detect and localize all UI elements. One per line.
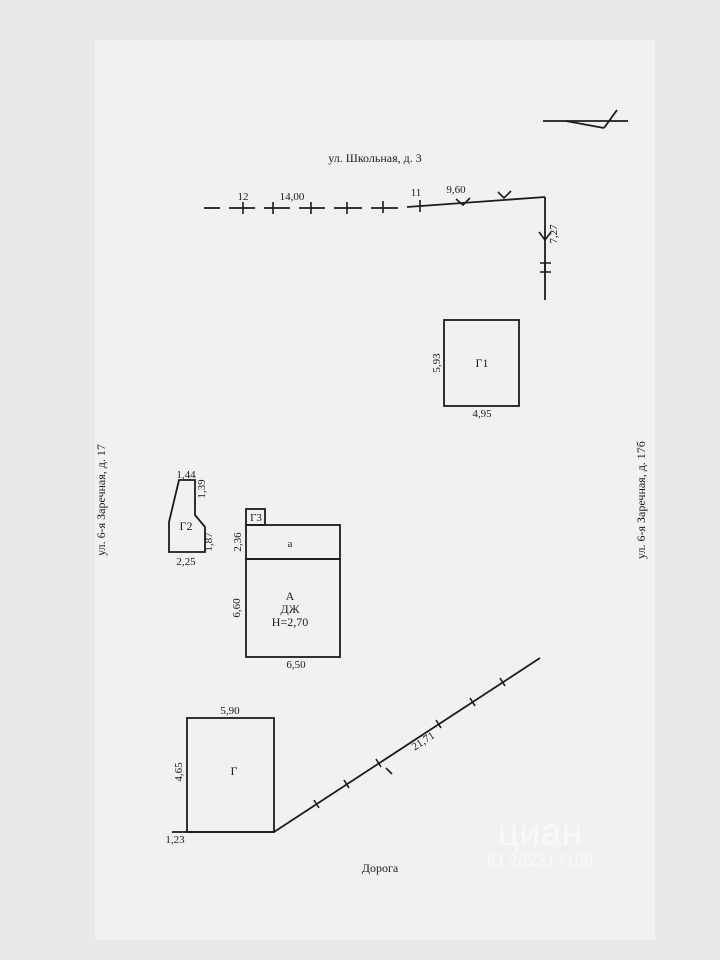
house-name: А (286, 589, 295, 603)
boundary-mark-12: 12 (238, 191, 249, 203)
building-g1: Г1 4,95 5,93 (431, 319, 520, 420)
street-top-label: ул. Школьная, д. 3 (328, 151, 421, 165)
building-g3-name: Г3 (250, 512, 262, 524)
building-g: Г 5,90 4,65 (173, 705, 275, 833)
building-g1-name: Г1 (476, 356, 489, 370)
building-g2-name: Г2 (180, 519, 193, 533)
porch-name: а (288, 538, 293, 550)
north-arrow-icon (543, 109, 628, 129)
building-g1-height: 5,93 (431, 353, 443, 373)
watermark-id: ID 262317168 (487, 851, 594, 870)
building-g2-right-lower: 1,87 (203, 532, 215, 552)
watermark-brand: циан (497, 812, 582, 854)
boundary-length-14: 14,00 (280, 191, 305, 203)
street-left-label: ул. 6-я Заречная, д. 17 (94, 444, 108, 556)
boundary-right (538, 197, 552, 300)
boundary-length-9-60: 9,60 (446, 184, 466, 196)
boundary-top (204, 190, 546, 214)
building-g2-top: 1,44 (176, 469, 196, 481)
street-right-label: ул. 6-я Заречная, д. 17б (634, 441, 648, 559)
boundary-length-7-27: 7,27 (548, 224, 560, 244)
house-height-label: Н=2,70 (272, 615, 308, 629)
boundary-mark-1-23: 1,23 (165, 834, 185, 846)
street-bottom-label: Дорога (362, 861, 399, 875)
paper (95, 40, 655, 940)
building-g1-width: 4,95 (472, 408, 492, 420)
boundary-bottom: 1,23 21,71 (165, 657, 541, 846)
building-g-name: Г (231, 764, 238, 778)
house-side-height: 6,60 (231, 598, 243, 618)
watermark: циан ID 262317168 (487, 812, 594, 870)
building-g-width: 5,90 (220, 705, 240, 717)
porch-height: 2,36 (232, 532, 244, 552)
building-house: Г3 а 2,36 А ДЖ Н=2,70 6,60 6,50 (231, 508, 341, 671)
house-type: ДЖ (281, 602, 300, 616)
building-g2: Г2 1,44 1,39 1,87 2,25 (168, 469, 215, 568)
building-g2-bottom: 2,25 (176, 556, 196, 568)
building-g2-right-upper: 1,39 (196, 479, 208, 499)
boundary-length-21-71: 21,71 (410, 730, 437, 754)
building-g-height: 4,65 (173, 762, 185, 782)
house-width: 6,50 (286, 659, 306, 671)
boundary-mark-11: 11 (411, 187, 422, 199)
